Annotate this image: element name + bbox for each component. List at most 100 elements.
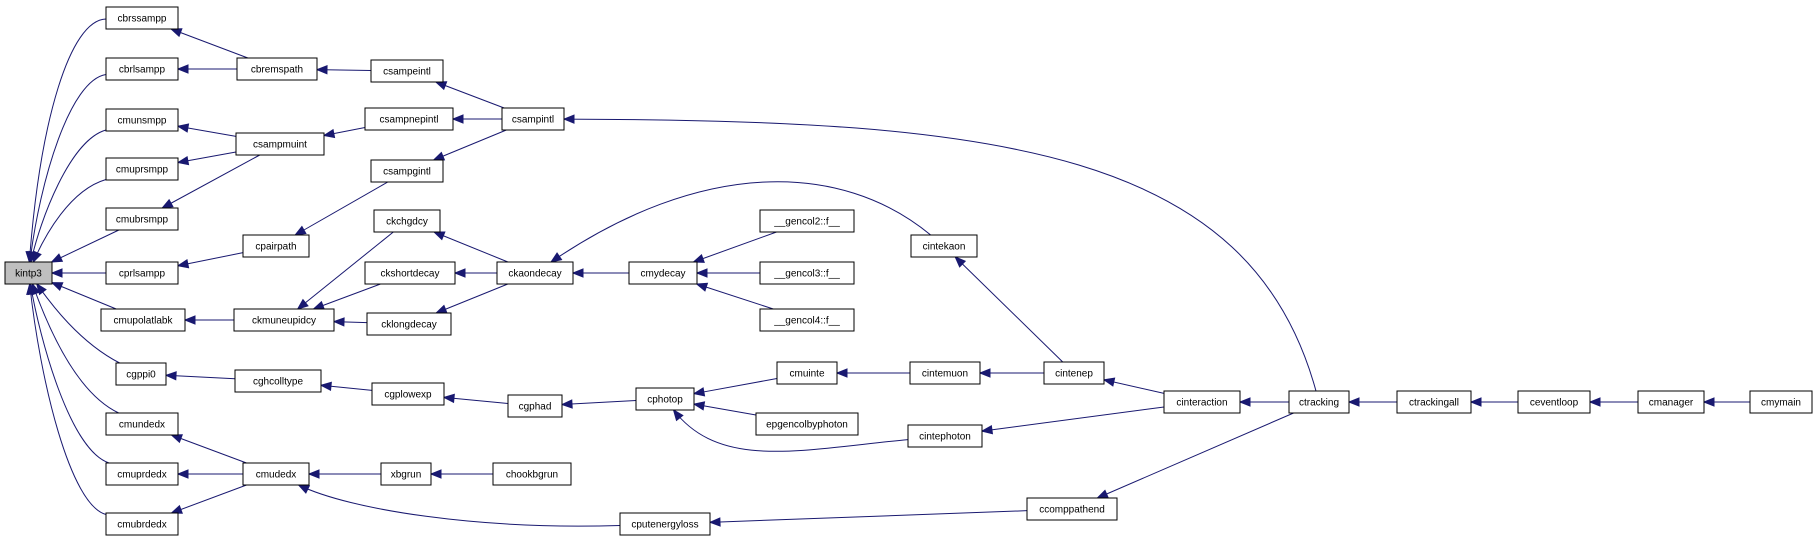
node-cintephoton[interactable]: cintephoton — [907, 424, 983, 448]
node-cintekaon[interactable]: cintekaon — [910, 234, 978, 258]
node-box-gencol3 — [759, 261, 855, 285]
node-label-cbrlsampp: cbrlsampp — [119, 65, 166, 76]
node-cmuprdedx[interactable]: cmuprdedx — [105, 462, 179, 486]
node-label-ckmuneupidcy: ckmuneupidcy — [252, 316, 316, 327]
node-ccomppathend[interactable]: ccomppathend — [1026, 497, 1118, 521]
edge-cmundedx-to-kintp3 — [31, 283, 119, 414]
node-label-gencol3: __gencol3::f__ — [773, 269, 840, 280]
node-box-cinteraction — [1163, 390, 1241, 414]
nodes: kintp3 cbrssampp cbrlsampp cmunsmpp cmuprsmp… — [4, 6, 1813, 536]
node-cintenep[interactable]: cintenep — [1043, 361, 1105, 385]
edge-cklongdecay-to-ckmuneupidcy — [333, 321, 368, 324]
node-label-ctrackingall: ctrackingall — [1409, 398, 1459, 409]
node-epgencolbyphoton[interactable]: epgencolbyphoton — [755, 412, 859, 436]
edge-ckchgdcy-to-ckmuneupidcy — [297, 231, 394, 310]
node-box-cgplowexp — [371, 382, 445, 406]
edge-csampmuint-to-cmubrsmpp — [162, 154, 260, 209]
node-cputenergyloss[interactable]: cputenergyloss — [619, 512, 711, 536]
node-cmymain[interactable]: cmymain — [1749, 390, 1813, 414]
edge-cmubrsmpp-to-kintp3 — [51, 229, 120, 263]
node-box-cintekaon — [910, 234, 978, 258]
node-label-csampeintl: csampeintl — [383, 67, 431, 78]
node-cmuprsmpp[interactable]: cmuprsmpp — [105, 157, 179, 181]
node-label-cintenep: cintenep — [1055, 369, 1093, 380]
node-ceventloop[interactable]: ceventloop — [1517, 390, 1591, 414]
edge-cgphad-to-cgplowexp — [443, 396, 509, 404]
node-box-csampintl — [501, 107, 565, 131]
node-csampnepintl[interactable]: csampnepintl — [364, 107, 454, 131]
node-cphotop[interactable]: cphotop — [635, 387, 695, 411]
node-cmubrdedx[interactable]: cmubrdedx — [105, 512, 179, 536]
node-label-cinteraction: cinteraction — [1176, 398, 1227, 409]
node-cmuinte[interactable]: cmuinte — [776, 361, 838, 385]
node-ctrackingall[interactable]: ctrackingall — [1396, 390, 1472, 414]
node-label-cghcolltype: cghcolltype — [253, 377, 303, 388]
node-label-ckaondecay: ckaondecay — [508, 269, 561, 280]
node-cmubrsmpp[interactable]: cmubrsmpp — [105, 207, 179, 231]
node-gencol4[interactable]: __gencol4::f__ — [759, 308, 855, 332]
edge-cinteraction-to-cintephoton — [981, 406, 1165, 432]
node-cinteraction[interactable]: cinteraction — [1163, 390, 1241, 414]
node-csampintl[interactable]: csampintl — [501, 107, 565, 131]
node-cprlsampp[interactable]: cprlsampp — [105, 261, 179, 285]
node-csampgintl[interactable]: csampgintl — [370, 159, 444, 183]
node-label-cmanager: cmanager — [1649, 398, 1694, 409]
node-ckshortdecay[interactable]: ckshortdecay — [364, 261, 456, 285]
node-label-epgencolbyphoton: epgencolbyphoton — [766, 420, 848, 431]
edge-epgencolbyphoton-to-cphotop — [693, 403, 757, 416]
node-label-cmubrdedx: cmubrdedx — [117, 520, 166, 531]
node-ckaondecay[interactable]: ckaondecay — [496, 261, 574, 285]
edges — [25, 18, 1750, 527]
node-xbgrun[interactable]: xbgrun — [380, 462, 432, 486]
node-ckchgdcy[interactable]: ckchgdcy — [373, 209, 441, 233]
node-box-ckmuneupidcy — [233, 308, 335, 332]
node-ctracking[interactable]: ctracking — [1288, 390, 1350, 414]
node-box-cmubrsmpp — [105, 207, 179, 231]
node-cbrlsampp[interactable]: cbrlsampp — [105, 57, 179, 81]
node-label-cpairpath: cpairpath — [255, 242, 296, 253]
node-label-xbgrun: xbgrun — [391, 470, 422, 481]
node-kintp3[interactable]: kintp3 — [4, 261, 53, 285]
node-cklongdecay[interactable]: cklongdecay — [366, 312, 452, 336]
edge-cintephoton-to-cphotop — [673, 409, 909, 452]
edge-cintenep-to-cintekaon — [954, 256, 1064, 363]
edge-cphotop-to-cgphad — [561, 400, 637, 406]
node-label-csampintl: csampintl — [512, 115, 554, 126]
node-csampeintl[interactable]: csampeintl — [370, 59, 444, 83]
node-cmunsmpp[interactable]: cmunsmpp — [105, 108, 179, 132]
node-cmundedx[interactable]: cmundedx — [105, 412, 179, 436]
node-cmanager[interactable]: cmanager — [1637, 390, 1705, 414]
node-cbremspath[interactable]: cbremspath — [236, 57, 318, 81]
node-label-cmubrsmpp: cmubrsmpp — [116, 215, 169, 226]
node-cgplowexp[interactable]: cgplowexp — [371, 382, 445, 406]
node-label-gencol4: __gencol4::f__ — [773, 316, 840, 327]
edge-csampmuint-to-cmuprsmpp — [177, 151, 237, 163]
node-cmudedx[interactable]: cmudedx — [242, 462, 310, 486]
node-cbrssampp[interactable]: cbrssampp — [105, 6, 179, 30]
node-ckmuneupidcy[interactable]: ckmuneupidcy — [233, 308, 335, 332]
node-cintemuon[interactable]: cintemuon — [909, 361, 981, 385]
node-box-cklongdecay — [366, 312, 452, 336]
node-csampmuint[interactable]: csampmuint — [235, 132, 325, 156]
node-chookbgrun[interactable]: chookbgrun — [492, 462, 572, 486]
node-cgphad[interactable]: cgphad — [507, 394, 563, 418]
edge-cgppi0-to-kintp3 — [36, 283, 120, 364]
node-cgppi0[interactable]: cgppi0 — [115, 362, 167, 386]
node-box-cmydecay — [628, 261, 698, 285]
edge-csampintl-to-csampgintl — [433, 129, 507, 161]
node-label-cmuprdedx: cmuprdedx — [117, 470, 166, 481]
node-cmupolatlabk[interactable]: cmupolatlabk — [100, 308, 186, 332]
edge-csampgintl-to-cpairpath — [294, 181, 389, 236]
node-label-csampmuint: csampmuint — [253, 140, 307, 151]
edge-gencol2-to-cmydecay — [693, 231, 777, 263]
node-box-csampnepintl — [364, 107, 454, 131]
node-gencol2[interactable]: __gencol2::f__ — [759, 209, 855, 233]
edge-cpairpath-to-cprlsampp — [177, 252, 244, 267]
node-cmydecay[interactable]: cmydecay — [628, 261, 698, 285]
node-gencol3[interactable]: __gencol3::f__ — [759, 261, 855, 285]
node-cghcolltype[interactable]: cghcolltype — [234, 369, 322, 393]
node-box-cintephoton — [907, 424, 983, 448]
node-cpairpath[interactable]: cpairpath — [242, 234, 310, 258]
edge-cbrssampp-to-kintp3 — [28, 18, 107, 263]
node-label-ccomppathend: ccomppathend — [1039, 505, 1105, 516]
